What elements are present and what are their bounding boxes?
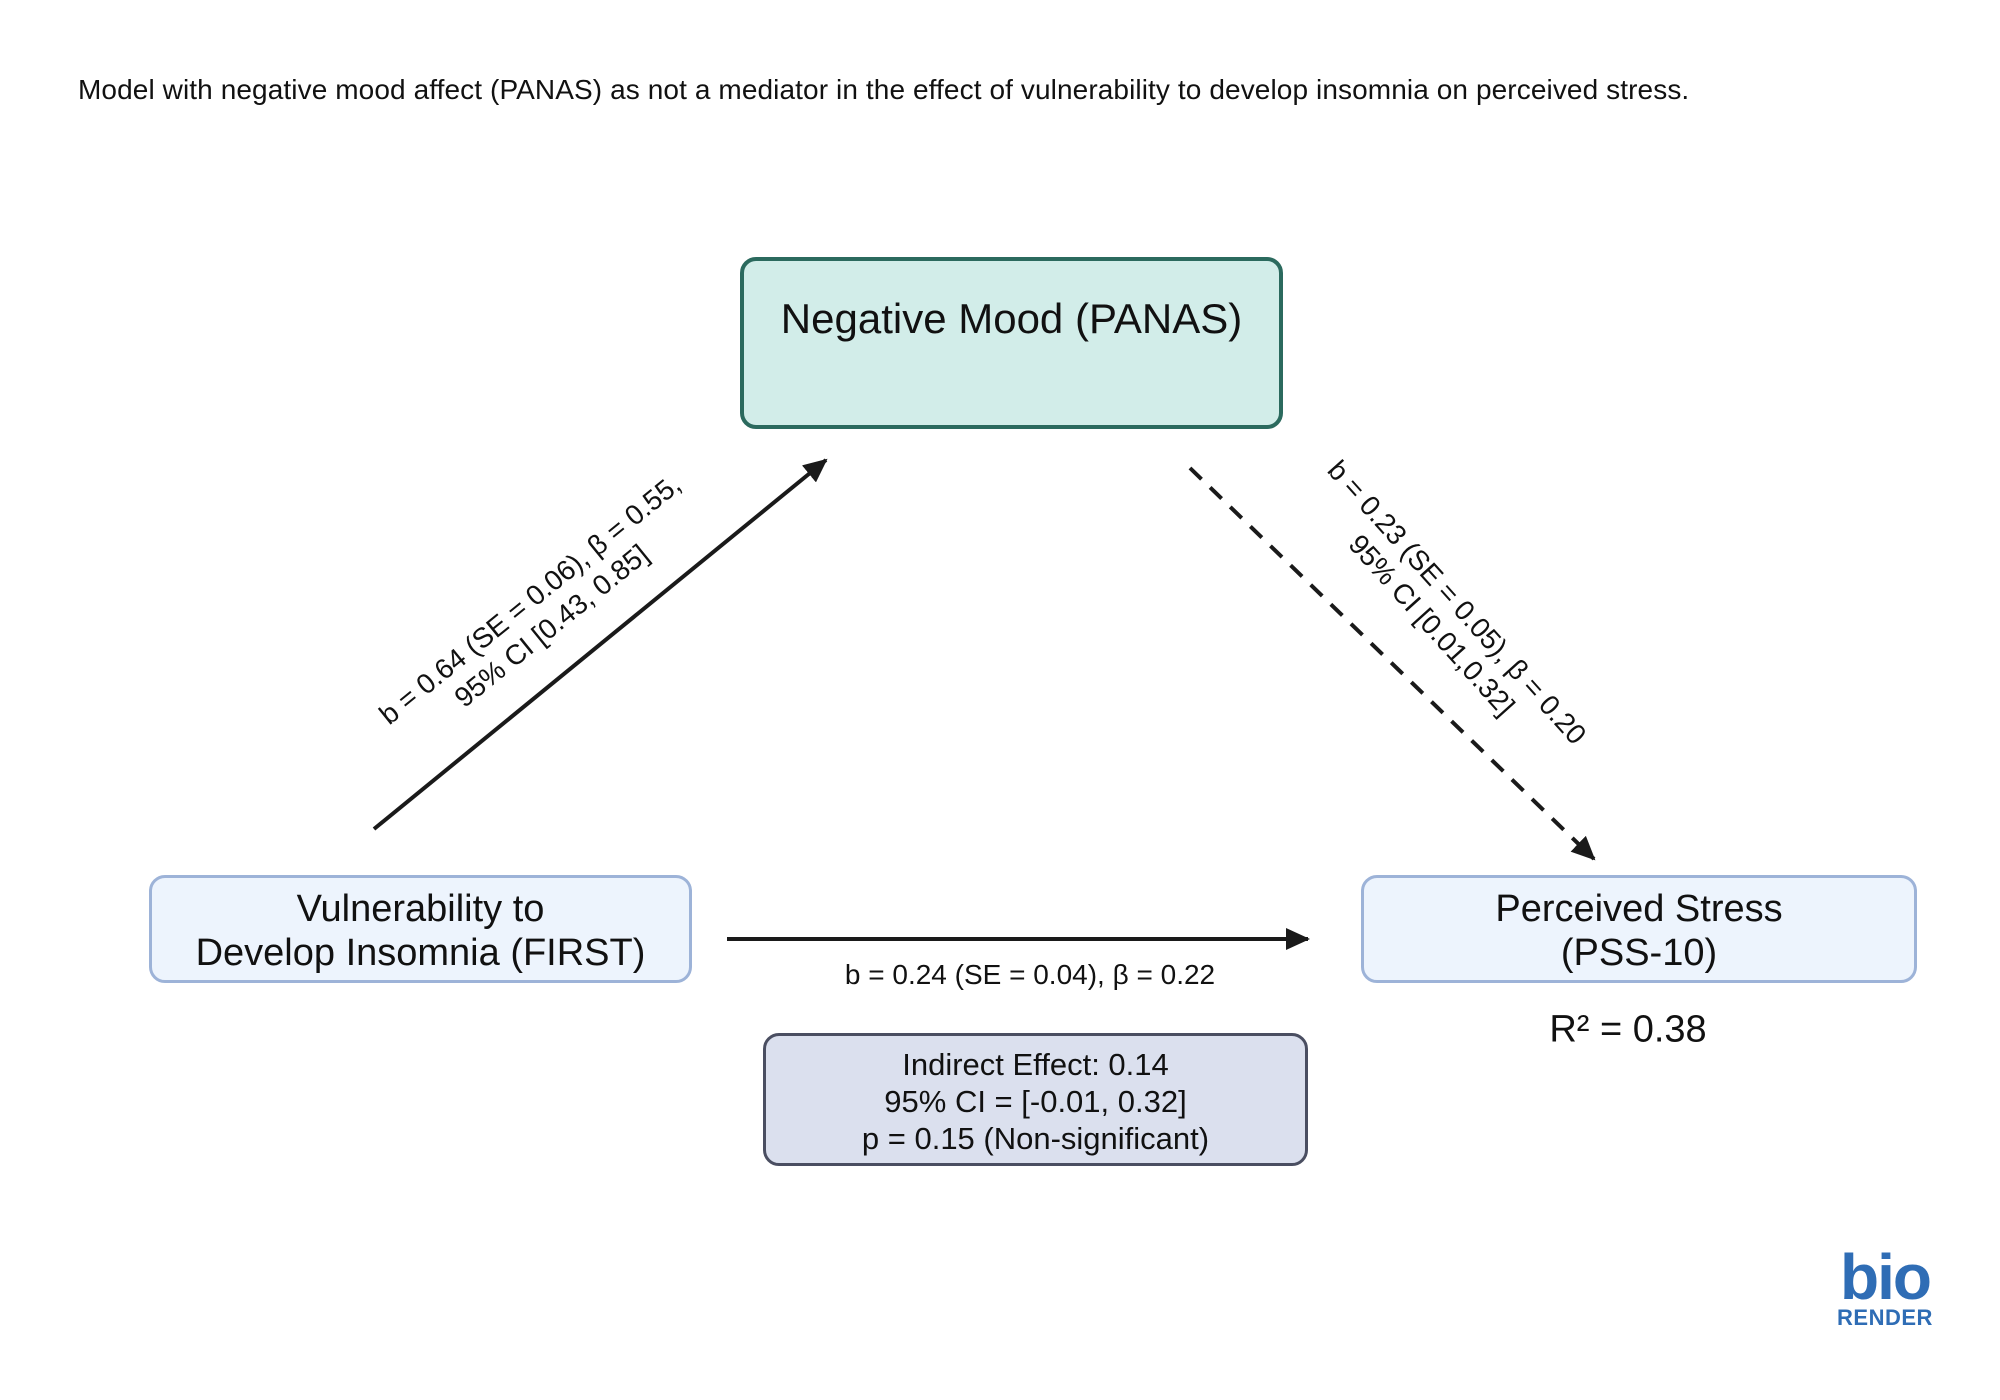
path-c-prime-label: b = 0.24 (SE = 0.04), β = 0.22 bbox=[844, 959, 1216, 990]
predictor-label-line1: Vulnerability to bbox=[296, 888, 545, 930]
path-a-arrow bbox=[372, 458, 828, 831]
r-squared-label: R² = 0.38 bbox=[1549, 1008, 1707, 1051]
indirect-effect-line1: Indirect Effect: 0.14 bbox=[902, 1047, 1169, 1082]
figure-caption: Model with negative mood affect (PANAS) … bbox=[78, 74, 1690, 105]
indirect-effect-line3: p = 0.15 (Non-significant) bbox=[861, 1121, 1210, 1156]
outcome-node: Perceived Stress (PSS-10) bbox=[1361, 875, 1917, 983]
predictor-node: Vulnerability to Develop Insomnia (FIRST… bbox=[149, 875, 692, 983]
predictor-label-line2: Develop Insomnia (FIRST) bbox=[195, 932, 646, 974]
mediator-node: Negative Mood (PANAS) bbox=[740, 257, 1283, 429]
path-b-arrow bbox=[1188, 466, 1596, 861]
indirect-effect-box: Indirect Effect: 0.14 95% CI = [-0.01, 0… bbox=[763, 1033, 1308, 1166]
biorender-logo-mark: bio bbox=[1840, 1241, 1932, 1313]
biorender-logo-text: RENDER bbox=[1837, 1305, 1933, 1330]
outcome-label-line1: Perceived Stress bbox=[1495, 888, 1783, 930]
biorender-logo: bio RENDER bbox=[1834, 1241, 1936, 1330]
mediator-label: Negative Mood (PANAS) bbox=[780, 295, 1243, 342]
indirect-effect-line2: 95% CI = [-0.01, 0.32] bbox=[884, 1084, 1187, 1119]
outcome-label-line2: (PSS-10) bbox=[1560, 932, 1718, 974]
